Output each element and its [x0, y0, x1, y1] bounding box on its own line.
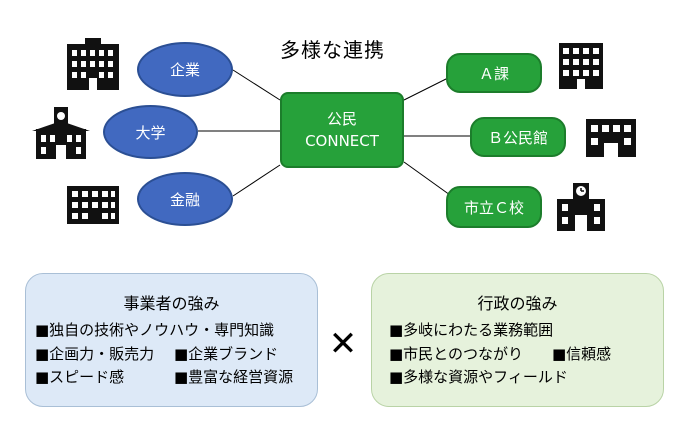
bank-building-icon [67, 186, 119, 224]
connector-line [403, 76, 451, 101]
administration-strengths-panel: 行政の強み ■多岐にわたる業務範囲 ■市民とのつながり ■信頼感 ■多様な資源や… [371, 273, 664, 407]
panel-title: 行政の強み [477, 294, 558, 313]
node-label: 市立Ｃ校 [463, 198, 524, 217]
node-dept-a: Ａ課 [446, 53, 542, 93]
node-label: 大学 [135, 123, 166, 142]
node-label: Ａ課 [478, 64, 509, 83]
connector-line [403, 161, 451, 196]
hub-public-private-connect: 公民 CONNECT [280, 92, 404, 168]
bullet-item: ■企画力・販売力 [35, 345, 155, 363]
bullet-item: ■多様な資源やフィールド [389, 368, 568, 386]
bullet-item: ■信頼感 [552, 345, 612, 363]
diagram-title: 多様な連携 [280, 38, 385, 62]
office-building-icon [67, 38, 119, 90]
bullet-item: ■スピード感 [35, 368, 125, 386]
connector-line [232, 69, 281, 101]
office-building-icon [559, 43, 603, 89]
panel-title: 事業者の強み [123, 294, 220, 313]
school-building-icon [557, 183, 605, 231]
connector-line [232, 164, 281, 197]
bullet-item: ■企業ブランド [174, 345, 279, 363]
business-strengths-panel: 事業者の強み ■独自の技術やノウハウ・専門知識 ■企画力・販売力 ■企業ブランド… [25, 273, 318, 407]
node-label: 企業 [169, 61, 200, 79]
bullet-item: ■多岐にわたる業務範囲 [389, 321, 554, 339]
bullet-item: ■市民とのつながり [389, 345, 524, 363]
node-university: 大学 [103, 105, 198, 159]
node-company: 企業 [137, 42, 233, 97]
community-hall-icon [586, 119, 636, 157]
node-hall-b: Ｂ公民館 [470, 117, 566, 157]
node-label: 金融 [169, 190, 200, 209]
cross-symbol: ✕ [328, 324, 358, 364]
node-finance: 金融 [137, 172, 233, 226]
bullet-item: ■豊富な経営資源 [174, 368, 294, 386]
hub-label-line2: CONNECT [305, 132, 379, 150]
hub-label-line1: 公民 [326, 110, 357, 128]
university-building-icon [32, 107, 90, 159]
node-school-c: 市立Ｃ校 [446, 186, 542, 228]
node-label: Ｂ公民館 [487, 128, 548, 147]
bullet-item: ■独自の技術やノウハウ・専門知識 [35, 321, 275, 339]
